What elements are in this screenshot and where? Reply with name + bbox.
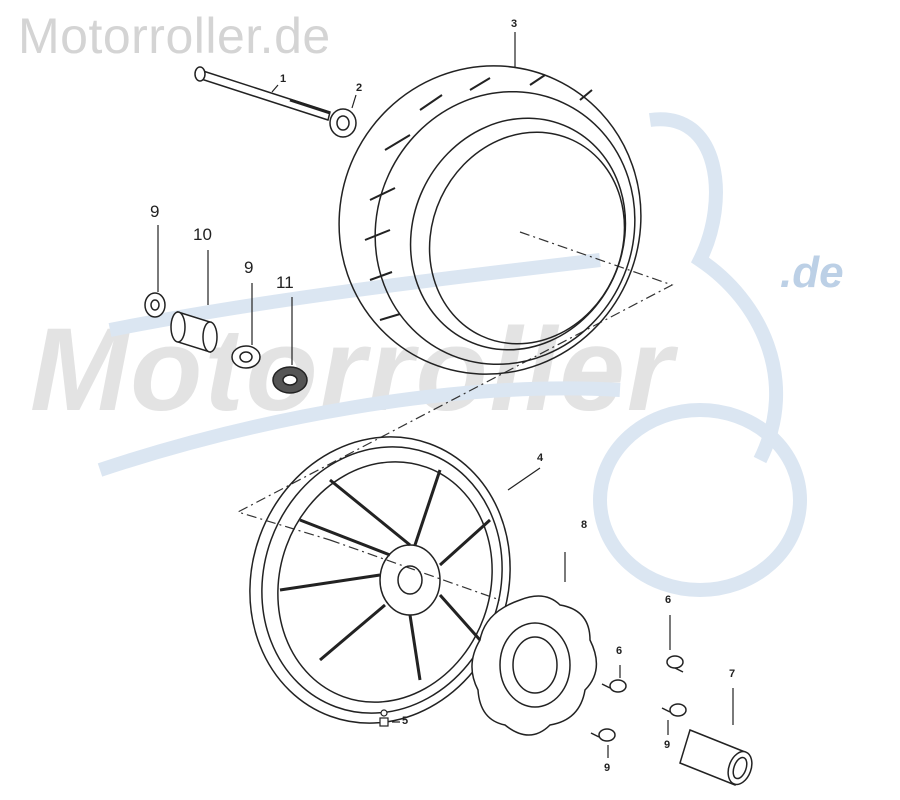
callout-4: 4 [537, 452, 544, 464]
brake-disc-part [471, 595, 598, 736]
washer-part [144, 292, 166, 318]
callout-6a: 6 [665, 594, 672, 606]
watermark-suffix: .de [780, 248, 844, 297]
bolt-parts [590, 655, 687, 742]
watermark-top: Motorroller.de [18, 8, 331, 64]
nut-part [329, 108, 357, 138]
leader-lines [157, 32, 734, 758]
bolt-icon [601, 679, 627, 693]
bolt-icon [666, 655, 684, 673]
collar-part [679, 728, 753, 787]
bolt-icon [661, 703, 687, 717]
axle-part [194, 66, 331, 121]
washer-part-2 [231, 345, 261, 369]
callout-6d: 6 [604, 760, 611, 773]
bolt-icon [590, 728, 616, 742]
callout-9: 9 [150, 202, 160, 221]
callout-11: 11 [276, 273, 294, 292]
callout-3: 3 [511, 18, 518, 30]
valve-part [379, 709, 389, 727]
callout-8: 8 [581, 519, 588, 531]
callout-2: 2 [356, 82, 363, 94]
bearing-part [272, 366, 308, 394]
callout-9b: 9 [244, 258, 254, 277]
callout-6c: 6 [664, 737, 671, 750]
callout-7: 7 [729, 668, 736, 680]
tire-part [338, 65, 642, 375]
spacer-part [170, 310, 218, 354]
callout-10: 10 [193, 225, 212, 244]
callout-6b: 6 [616, 645, 623, 657]
assembly-lines [236, 231, 674, 601]
callout-1: 1 [280, 73, 287, 85]
callout-5: 5 [402, 715, 409, 727]
